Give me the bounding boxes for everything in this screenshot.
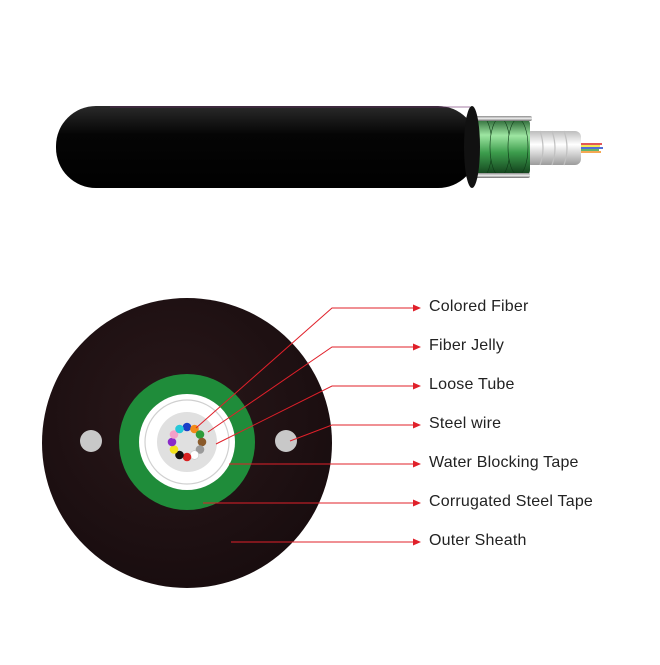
leader-lines [195,304,421,546]
label-corrugated-steel-tape: Corrugated Steel Tape [429,493,594,510]
colored-fiber-4 [197,437,207,447]
colored-fiber-8 [175,450,184,460]
label-fiber-jelly: Fiber Jelly [429,337,505,354]
steel-wire-right [275,430,297,452]
colored-fiber-5 [195,445,205,454]
loose-tube-side [525,130,581,166]
colored-fiber-11 [169,430,179,439]
fiber-ends [578,143,603,153]
steel-wire-side [466,116,532,178]
colored-fiber-1 [182,422,192,432]
colored-fiber-12 [175,424,184,434]
label-outer-sheath: Outer Sheath [429,532,527,549]
leader-loose-tube [215,385,414,445]
cable-cross-section [42,298,332,588]
leader-fiber-jelly [207,346,414,433]
fiber-jelly-core [157,412,217,472]
label-steel-wire: Steel wire [429,415,502,432]
leader-steel-wire [289,424,414,442]
label-loose-tube: Loose Tube [429,376,515,393]
leader-colored-fiber [195,307,414,429]
steel-wire-left [80,430,102,452]
colored-fiber-3 [195,430,205,439]
colored-fiber-10 [167,437,177,447]
colored-fiber-6 [189,450,200,460]
label-water-blocking-tape: Water Blocking Tape [429,454,579,471]
cable-side-view [56,106,603,188]
colored-fiber-9 [169,445,179,454]
outer-jacket-side [56,106,480,188]
colored-fibers [167,422,207,462]
label-colored-fiber: Colored Fiber [429,298,529,315]
colored-fiber-7 [182,452,192,462]
